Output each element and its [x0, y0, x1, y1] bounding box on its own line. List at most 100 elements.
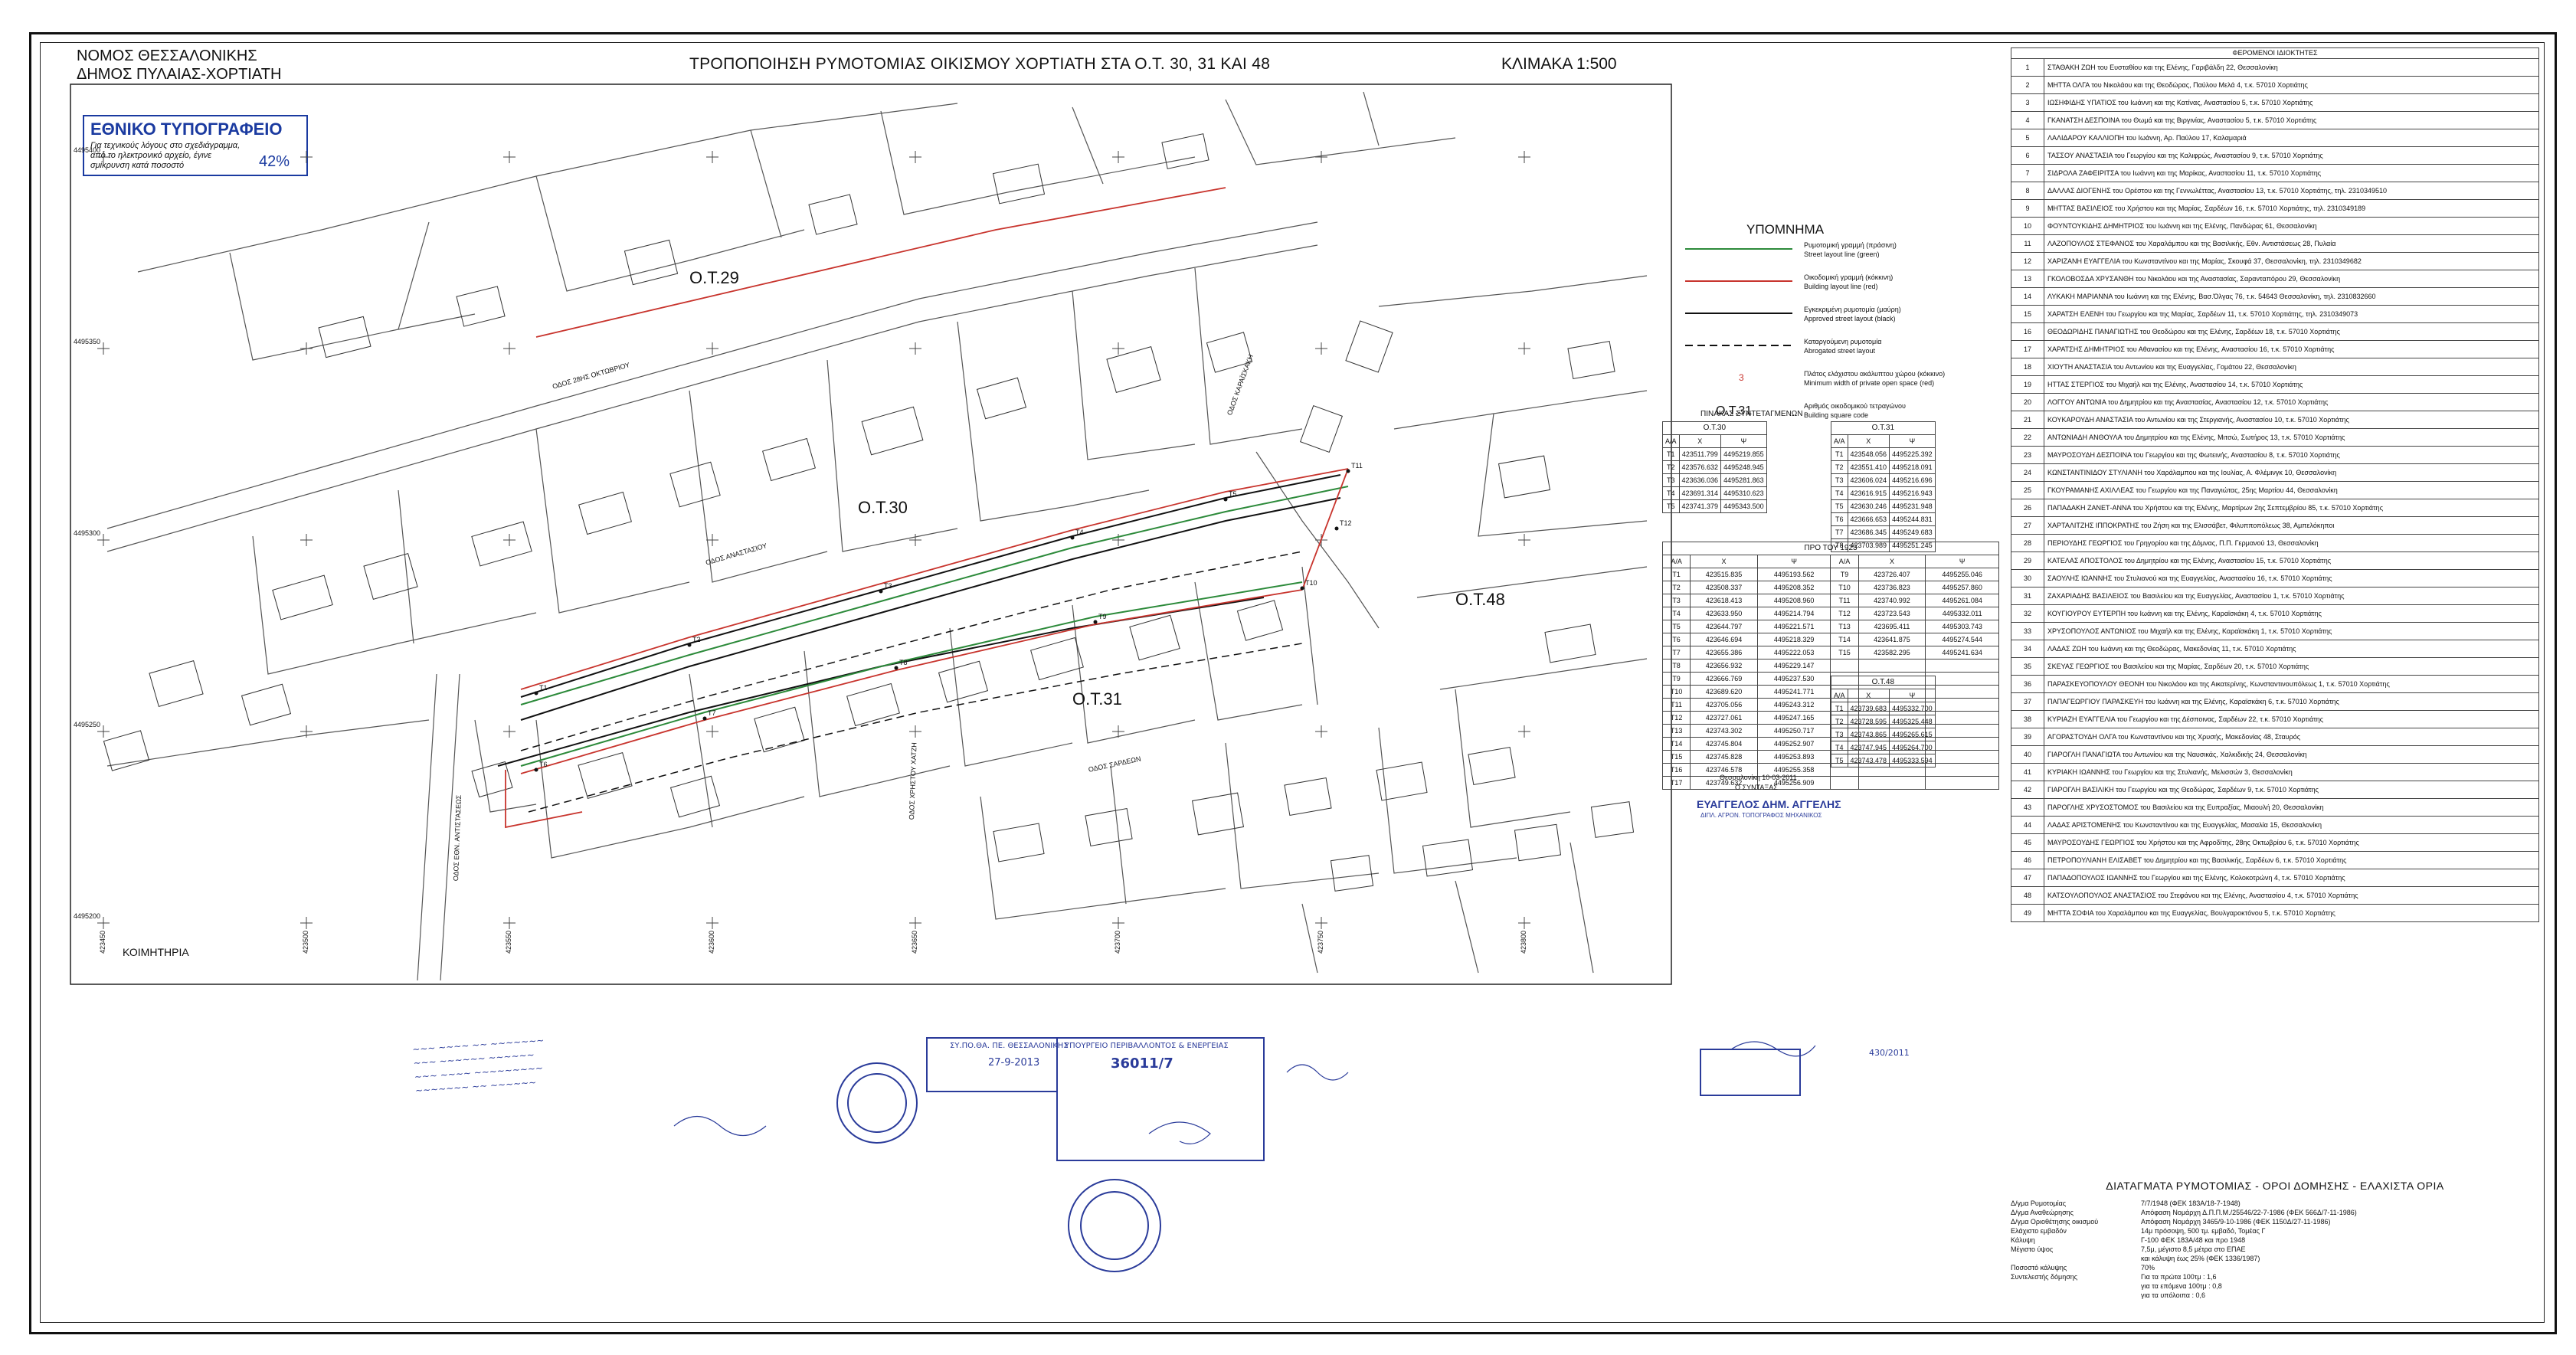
parcel-line: [804, 650, 951, 797]
owner-number: 46: [2011, 851, 2044, 869]
parcel-line: [689, 673, 713, 828]
parcel-line: [1301, 903, 1318, 974]
cemetery-label: ΚΟΙΜΗΤΗΡΙΑ: [123, 946, 189, 958]
rule-value: Για τα πρώτα 100τμ : 1,6: [2141, 1273, 2217, 1281]
building-footprint: [363, 552, 418, 601]
rule-key: Κάλυψη: [2011, 1236, 2035, 1244]
rule-value: Απόφαση Νομάρχη 3465/9-10-1986 (ΦΕΚ 1150…: [2141, 1218, 2331, 1226]
rule-value: για τα υπόλοιπα : 0,6: [2141, 1291, 2205, 1299]
rule-key: Μέγιστο ύψος: [2011, 1245, 2054, 1253]
building-footprint: [1544, 623, 1596, 663]
parcel-line: [689, 390, 828, 583]
table-cell: Τ14: [1661, 737, 1691, 751]
coordinate-point-label: Τ10: [1305, 579, 1317, 587]
building-layout-red: [505, 187, 1349, 829]
owner-name: ΠΕΡΙΟΥΔΗΣ ΓΕΩΡΓΙΟΣ του Γρηγορίου και της…: [2044, 534, 2539, 552]
building-footprint: [1106, 345, 1161, 394]
signature-scribble: [1148, 1121, 1211, 1144]
owner-number: 49: [2011, 904, 2044, 922]
building-footprint: [993, 823, 1045, 862]
owner-number: 16: [2011, 322, 2044, 341]
rule-value: 70%: [2141, 1264, 2155, 1272]
stamp-date: 27-9-2013: [988, 1057, 1040, 1069]
coordinate-point: [894, 666, 898, 670]
rule-value: Απόφαση Νομάρχη Δ.Π.Π.Μ./25546/22-7-1986…: [2141, 1209, 2357, 1216]
legend-item-en: Approved street layout (black): [1804, 315, 1896, 322]
owner-number: 9: [2011, 199, 2044, 218]
parcel-line: [957, 321, 1150, 522]
grid-cross: [1315, 725, 1327, 738]
grid-cross: [1518, 917, 1530, 929]
building-footprint: [241, 683, 292, 726]
printer-percent: 42%: [259, 153, 290, 170]
coordinate-point: [1300, 586, 1304, 591]
building-footprint: [103, 730, 150, 771]
grid-cross: [1518, 725, 1530, 738]
grid-cross: [1112, 151, 1124, 163]
signature-date: Θεσσαλονίκη 10-03-2011: [1720, 774, 1797, 781]
round-stamp: [1068, 1179, 1161, 1272]
stamp-syps-text: ΣΥ.ΠΟ.ΘΑ. ΠΕ. ΘΕΣΣΑΛΟΝΙΚΗΣ: [950, 1042, 1069, 1050]
rule-key: Δ/γμα Ρυμοτομίας: [2011, 1200, 2067, 1207]
owner-number: 6: [2011, 146, 2044, 165]
parcel-line: [106, 719, 430, 767]
table-cell: [1925, 776, 1999, 790]
parcel-line: [1455, 880, 1479, 974]
street-layout-green: [520, 486, 1349, 767]
building-footprint: [762, 437, 816, 482]
coordinate-point: [1070, 535, 1075, 540]
grid-cross: [706, 534, 718, 546]
building-footprint: [1191, 792, 1245, 836]
owner-name: ΖΑΧΑΡΙΑΔΗΣ ΒΑΣΙΛΕΙΟΣ του Βασιλείου και τ…: [2044, 587, 2539, 605]
drawing-title: ΤΡΟΠΟΠΟΙΗΣΗ ΡΥΜΟΤΟΜΙΑΣ ΟΙΚΙΣΜΟΥ ΧΟΡΤΙΑΤΗ…: [689, 55, 1271, 73]
parcel-line: [252, 535, 537, 675]
coordinate-point: [534, 691, 538, 696]
grid-cross: [909, 725, 921, 738]
coordinate-point: [1334, 526, 1339, 531]
parcel-line: [1569, 842, 1594, 974]
coordinate-point: [879, 589, 883, 594]
grid-cross: [97, 151, 110, 163]
owner-number: 36: [2011, 675, 2044, 693]
grid-y-label: 4495300: [74, 529, 101, 537]
owner-name: ΑΓΟΡΑΣΤΟΥΔΗ ΟΛΓΑ του Κωνσταντίνου και τη…: [2044, 728, 2539, 746]
rule-value: 14μ πρόσοψη, 500 τμ. εμβαδό, Τομέας Γ: [2141, 1227, 2266, 1235]
building-footprints: [103, 133, 1635, 892]
grid-cross: [1518, 151, 1530, 163]
legend-number-symbol: 3: [1739, 372, 1744, 383]
parcel-line: [826, 359, 958, 552]
rule-key: Συντελεστής δόμησης: [2011, 1273, 2078, 1281]
owner-name: ΜΑΥΡΟΣΟΥΔΗΣ ΓΕΩΡΓΙΟΣ του Χρήστου και της…: [2044, 833, 2539, 852]
owner-name: ΚΩΝΣΤΑΝΤΙΝΙΔΟΥ ΣΤΥΛΙΑΝΗ του Χαράλαμπου κ…: [2044, 463, 2539, 482]
coordinate-point-label: Τ11: [1351, 462, 1363, 470]
owner-number: 38: [2011, 710, 2044, 728]
parcel-line: [1416, 566, 1648, 598]
owner-number: 4: [2011, 111, 2044, 129]
coordinate-point-label: Τ3: [884, 582, 892, 590]
owner-number: 32: [2011, 604, 2044, 623]
owner-number: 21: [2011, 411, 2044, 429]
coordinate-point-label: Τ5: [1229, 490, 1237, 498]
prefecture-label: ΝΟΜΟΣ ΘΕΣΣΑΛΟΝΙΚΗΣ: [77, 47, 257, 64]
owner-number: 20: [2011, 393, 2044, 411]
owner-number: 26: [2011, 499, 2044, 517]
building-footprint: [669, 461, 721, 508]
building-footprint: [846, 682, 900, 727]
abrogated-street-line: [528, 643, 1303, 813]
owner-number: 23: [2011, 446, 2044, 464]
